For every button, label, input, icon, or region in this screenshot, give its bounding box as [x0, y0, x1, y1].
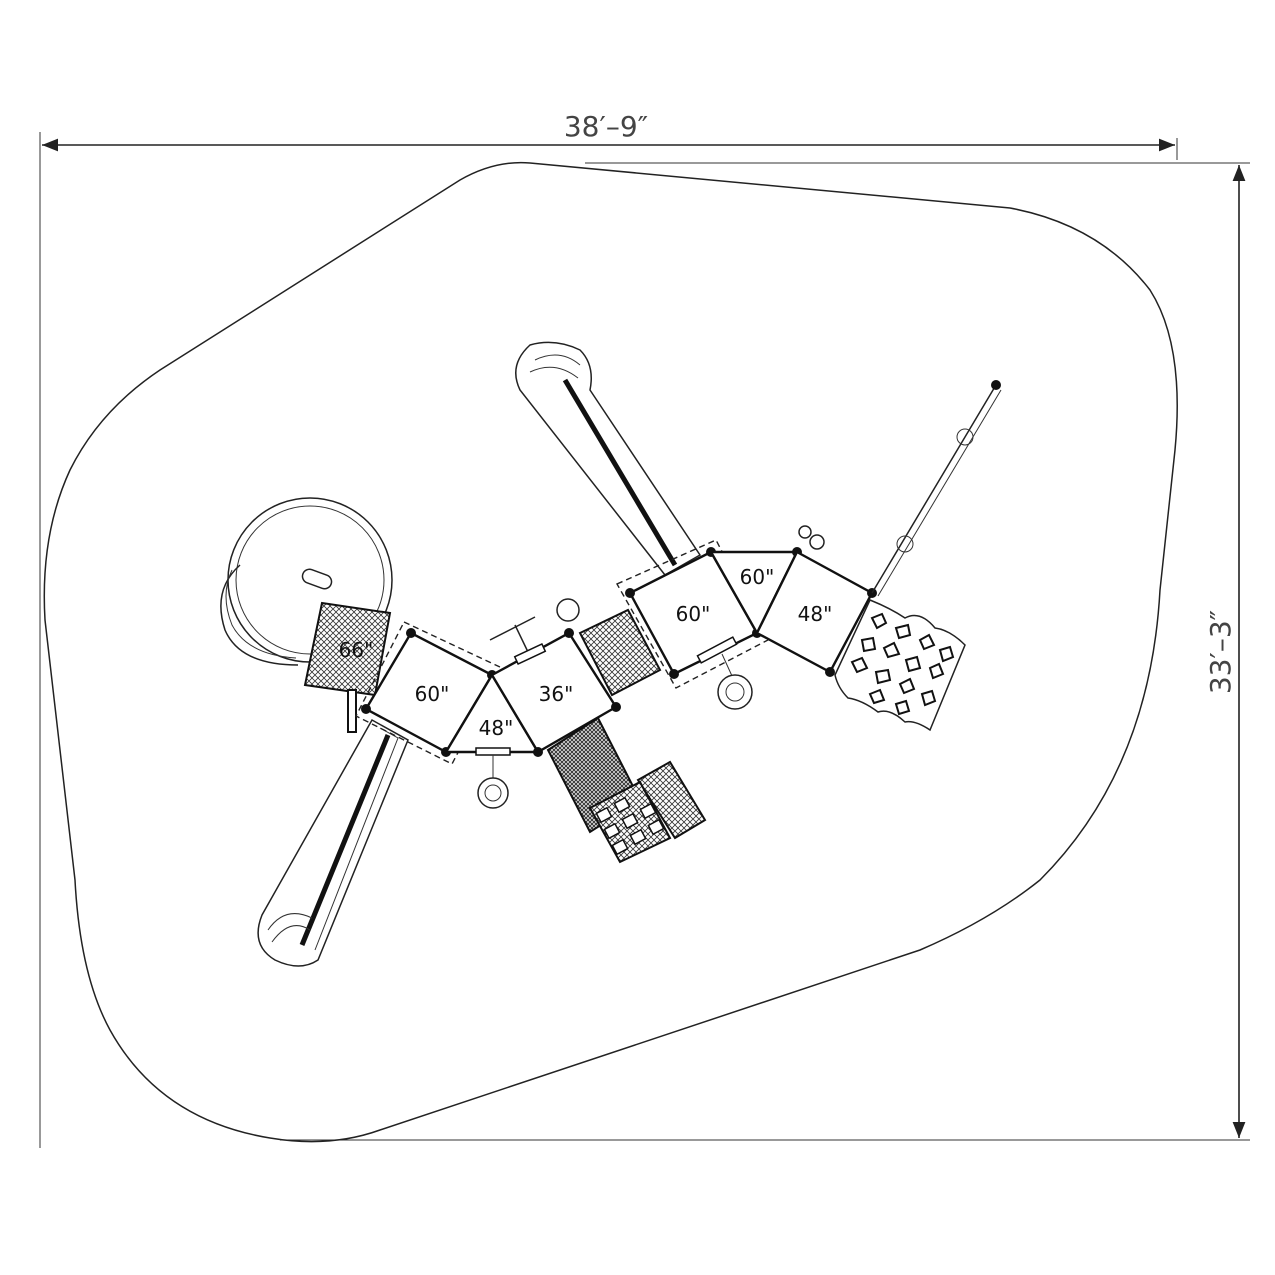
width-dimension: 38′–9″ — [39, 110, 1178, 1148]
height-label: 33′–3″ — [1204, 610, 1237, 694]
deck-right-60-label: 60" — [676, 602, 711, 626]
deck-left-60: 60" — [355, 621, 503, 765]
deck-link-48-label: 48" — [479, 716, 514, 740]
spiral-slide — [220, 497, 393, 666]
deck-right-48-label: 48" — [798, 602, 833, 626]
deck-center-36-label: 36" — [539, 682, 574, 706]
height-dimension: 33′–3″ — [280, 162, 1250, 1141]
width-label: 38′–9″ — [564, 110, 648, 143]
deck-right-48: 48" — [755, 550, 877, 677]
deck-66: 66" — [303, 601, 392, 733]
deck-right-link-60-label: 60" — [740, 565, 775, 589]
deck-center-36: 36" — [489, 598, 621, 757]
deck-left-60-label: 60" — [415, 682, 450, 706]
straight-slide-lower — [257, 718, 409, 967]
climbing-pole — [871, 380, 1002, 597]
rock-wall — [834, 599, 966, 732]
use-zone-outline — [43, 161, 1178, 1143]
straight-slide-upper — [515, 341, 702, 576]
steps-panel — [546, 608, 707, 864]
deck-66-label: 66" — [339, 638, 374, 662]
